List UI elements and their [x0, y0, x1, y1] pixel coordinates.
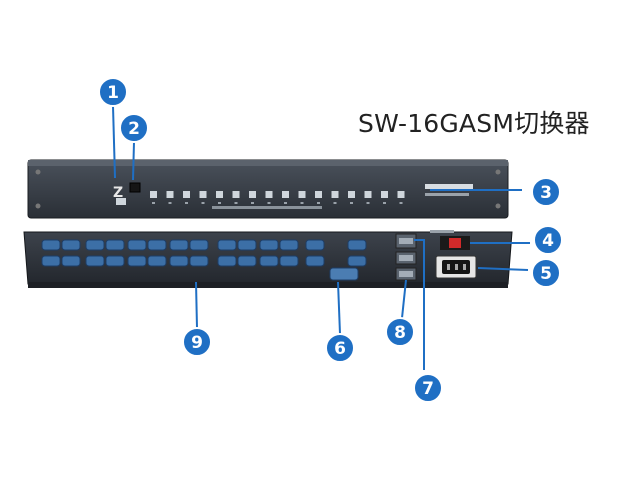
vga-port-icon	[105, 255, 125, 267]
callout-circle	[325, 333, 355, 363]
brand-logo-icon: Z	[113, 185, 123, 201]
leader-line-1	[112, 105, 116, 179]
callout-6: 6	[325, 333, 355, 363]
callout-number: 5	[540, 264, 552, 284]
vga-port-icon	[147, 239, 167, 251]
leader-lines	[112, 105, 530, 370]
vga-port-icon	[217, 239, 237, 251]
vga-port-array	[41, 239, 367, 267]
leader-line-5	[477, 267, 529, 271]
vga-port-icon	[41, 255, 61, 267]
channel-led-icon	[315, 191, 322, 198]
channel-led-icon	[150, 191, 157, 198]
vga-port-icon	[189, 255, 209, 267]
leader-line-8	[401, 279, 407, 319]
rs232-port-icon	[329, 267, 359, 281]
callout-4: 4	[533, 225, 563, 255]
vga-port-icon	[305, 255, 325, 267]
vga-port-icon	[305, 239, 325, 251]
channel-led-icon	[216, 191, 223, 198]
callout-5: 5	[531, 258, 561, 288]
channel-led-icon	[166, 191, 174, 198]
callout-3: 3	[531, 177, 561, 207]
callout-number: 2	[128, 119, 140, 139]
channel-indicator-row	[150, 191, 405, 204]
front-caption-strip	[212, 206, 322, 209]
callout-number: 7	[422, 379, 434, 399]
leader-line-9	[195, 281, 198, 329]
model-label-plate	[425, 184, 473, 189]
callout-circle	[385, 317, 415, 347]
vga-port-icon	[279, 255, 299, 267]
vga-port-icon	[127, 239, 147, 251]
callout-number: 4	[542, 231, 554, 251]
channel-led-icon	[381, 191, 388, 198]
vga-port-icon	[127, 255, 147, 267]
callout-9: 9	[182, 327, 212, 357]
callout-circle	[413, 373, 443, 403]
channel-led-icon	[232, 191, 240, 198]
channel-led-icon	[183, 191, 190, 198]
vga-port-icon	[105, 239, 125, 251]
callout-1: 1	[98, 77, 128, 107]
vga-port-icon	[85, 255, 105, 267]
callout-2: 2	[119, 113, 149, 143]
vga-port-icon	[85, 239, 105, 251]
callout-circle	[182, 327, 212, 357]
vga-port-icon	[259, 255, 279, 267]
vga-port-icon	[347, 255, 367, 267]
rear-panel	[23, 230, 513, 288]
vga-port-icon	[279, 239, 299, 251]
channel-led-icon	[331, 191, 339, 198]
leader-line-7	[414, 239, 425, 370]
callout-number: 9	[191, 333, 203, 353]
vga-port-icon	[259, 239, 279, 251]
power-switch-icon	[449, 238, 461, 248]
callout-8: 8	[385, 317, 415, 347]
leader-line-6	[337, 281, 341, 335]
channel-led-icon	[348, 191, 355, 198]
vga-port-icon	[237, 255, 257, 267]
vga-port-icon	[237, 239, 257, 251]
callout-number: 8	[394, 323, 406, 343]
callout-number: 6	[334, 339, 346, 359]
vga-port-icon	[169, 239, 189, 251]
channel-led-icon	[282, 191, 289, 198]
callout-markers: 12 3 4 5 6 7 8 9	[98, 77, 563, 403]
power-indicator-icon	[116, 198, 126, 205]
vga-port-icon	[61, 255, 81, 267]
channel-led-icon	[199, 191, 207, 198]
vga-port-icon	[147, 255, 167, 267]
callout-circle	[531, 258, 561, 288]
callout-circle	[98, 77, 128, 107]
vga-port-icon	[169, 255, 189, 267]
channel-led-icon	[249, 191, 256, 198]
callout-circle	[531, 177, 561, 207]
callout-circle	[119, 113, 149, 143]
product-title: SW-16GASM切换器	[358, 109, 590, 138]
vga-port-icon	[41, 239, 61, 251]
vga-port-icon	[347, 239, 367, 251]
channel-led-icon	[364, 191, 372, 198]
channel-led-icon	[265, 191, 273, 198]
callout-number: 3	[540, 183, 552, 203]
ir-receiver-icon	[129, 182, 141, 193]
callout-number: 1	[107, 83, 119, 103]
leader-line-2	[132, 141, 135, 181]
vga-port-icon	[61, 239, 81, 251]
vga-port-icon	[217, 255, 237, 267]
channel-led-icon	[397, 191, 405, 198]
callout-7: 7	[413, 373, 443, 403]
channel-led-icon	[298, 191, 306, 198]
vga-port-icon	[189, 239, 209, 251]
callout-circle	[533, 225, 563, 255]
